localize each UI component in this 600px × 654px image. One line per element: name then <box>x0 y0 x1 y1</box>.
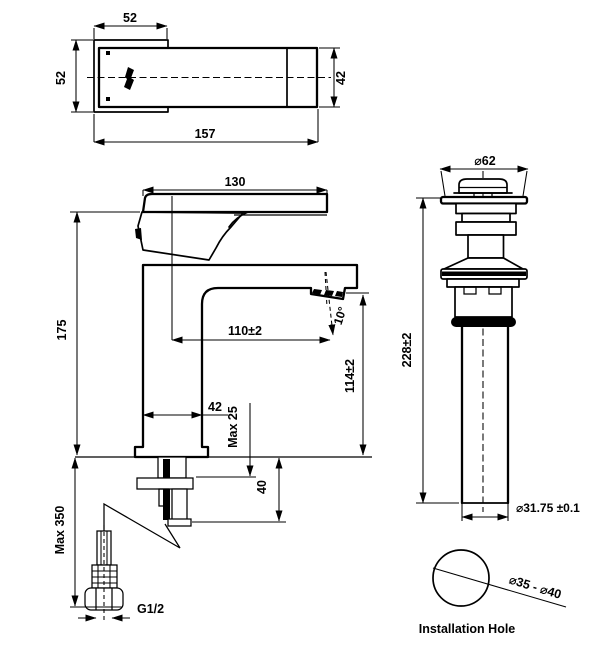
o-ring <box>451 317 516 327</box>
handle-neck-line <box>228 211 249 228</box>
dim-label-228: 228±2 <box>400 333 414 368</box>
dim-label-62: ⌀62 <box>474 154 495 168</box>
dim-label-hole-diameter: ⌀35 - ⌀40 <box>507 573 563 602</box>
screw-dot-top <box>106 51 110 55</box>
hole-leader-line <box>432 567 567 608</box>
aerator-detail <box>335 291 343 297</box>
handle-lever-outline <box>141 192 329 214</box>
front-view: G1/2 130 175 110±2 10° 114±2 42 Max 25 <box>53 175 372 622</box>
top-view: 52 52 157 42 <box>54 11 348 146</box>
dim-label-157: 157 <box>195 127 216 141</box>
mounting-bracket <box>136 477 194 490</box>
drain-upper-body <box>455 202 517 215</box>
mounting-stud <box>163 459 170 478</box>
extension-line <box>522 170 528 197</box>
screw-dot-bottom <box>106 97 110 101</box>
mounting-stud-lower <box>163 489 170 520</box>
hose-stub <box>171 488 188 521</box>
aerator-axis-line <box>325 271 336 336</box>
drain-notch-band <box>455 221 517 236</box>
drain-stem-lower <box>467 234 505 259</box>
hose-break-symbol <box>103 502 181 549</box>
drain-tab <box>488 286 502 295</box>
drain-ring <box>446 278 520 288</box>
installation-hole-view: ⌀35 - ⌀40 Installation Hole <box>419 549 567 636</box>
dim-label-max25: Max 25 <box>226 406 240 448</box>
extension-line <box>440 170 446 197</box>
dim-label-g12: G1/2 <box>137 602 164 616</box>
hose-fitting-foot <box>167 518 192 527</box>
dim-label-40: 40 <box>255 480 269 494</box>
cartridge-housing-outline <box>137 211 244 261</box>
drain-tab <box>463 286 477 295</box>
dim-label-114: 114±2 <box>343 359 357 393</box>
dim-label-10deg: 10° <box>331 305 350 327</box>
handle-lever-top-glyph <box>124 67 134 90</box>
installation-hole-label: Installation Hole <box>419 622 516 636</box>
dim-label-42-front: 42 <box>208 400 222 414</box>
drain-top-flange <box>439 195 529 205</box>
gasket-band <box>442 271 526 276</box>
dim-label-42-top-view: 42 <box>334 71 348 85</box>
dim-label-52-top: 52 <box>123 11 137 25</box>
threaded-shank <box>157 456 187 479</box>
spout-body-outline <box>133 263 359 459</box>
angle-reference-line <box>324 271 328 308</box>
drain-stem-upper <box>461 212 511 223</box>
dim-label-52-left: 52 <box>54 71 68 85</box>
drain-cap <box>458 178 508 194</box>
drain-flare <box>443 257 524 270</box>
dim-label-110: 110±2 <box>228 324 262 338</box>
dim-label-175: 175 <box>55 320 69 341</box>
lever-pivot-detail <box>135 228 142 240</box>
drain-assembly-view: ⌀62 228±2 ⌀31.75 ±0.1 <box>400 154 580 521</box>
dim-label-max350: Max 350 <box>53 506 67 555</box>
dim-label-130: 130 <box>225 175 246 189</box>
aerator-detail <box>312 289 322 295</box>
installation-hole-circle <box>432 549 490 607</box>
dim-label-3175: ⌀31.75 ±0.1 <box>516 501 580 515</box>
